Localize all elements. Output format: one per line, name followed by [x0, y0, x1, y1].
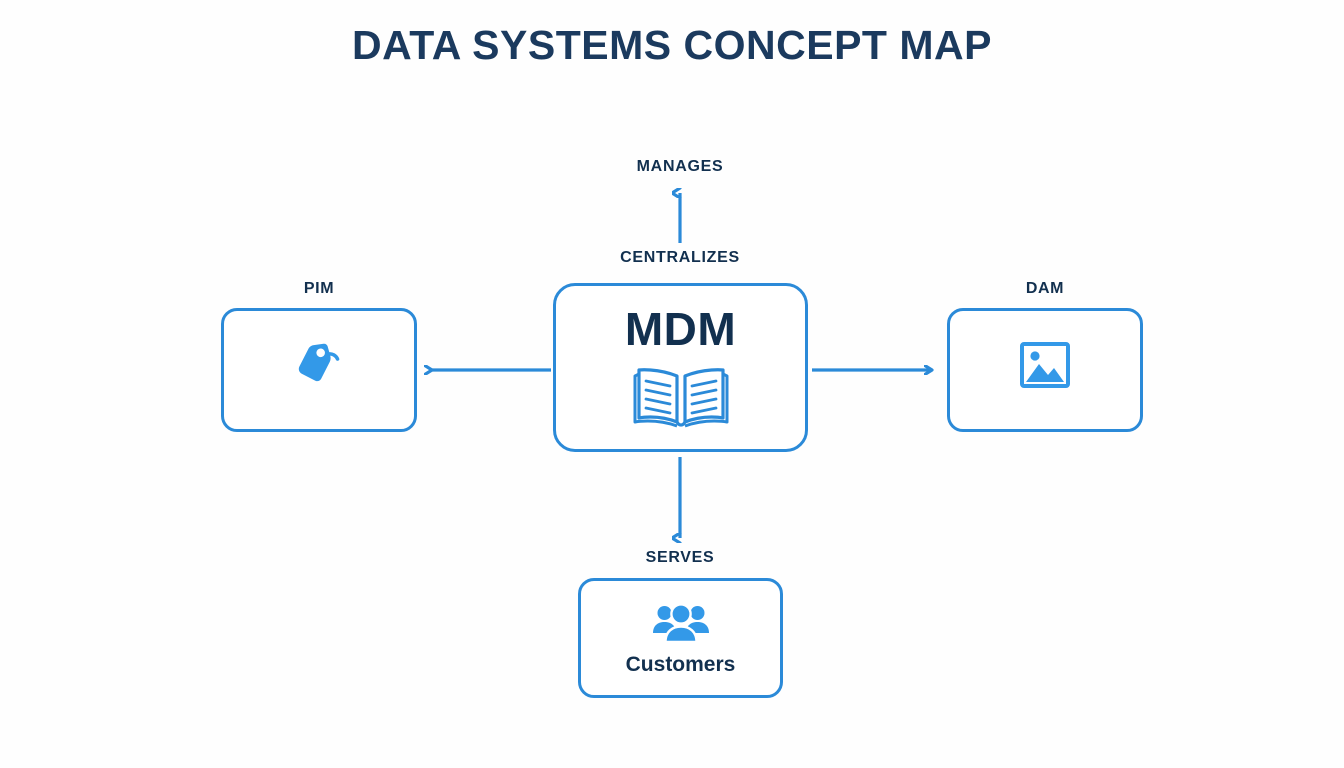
- node-caption-pim: PIM: [303, 280, 335, 297]
- node-label-customers: Customers: [625, 652, 736, 676]
- page-title: DATA SYSTEMS CONCEPT MAP: [352, 22, 992, 68]
- image-picture-icon: [1017, 340, 1073, 390]
- price-tag-icon: [292, 338, 346, 392]
- edge-label-serves: SERVES: [645, 549, 715, 566]
- node-title-mdm: MDM: [624, 302, 737, 355]
- open-book-icon: [633, 362, 729, 430]
- people-group-icon: [652, 602, 710, 644]
- edge-label-manages: MANAGES: [636, 158, 724, 175]
- node-caption-dam: DAM: [1025, 280, 1065, 297]
- node-dam[interactable]: [947, 308, 1143, 432]
- node-pim[interactable]: [221, 308, 417, 432]
- edge-label-centralizes: CENTRALIZES: [620, 249, 740, 266]
- node-mdm[interactable]: MDM: [553, 283, 808, 452]
- node-customers[interactable]: Customers: [578, 578, 783, 698]
